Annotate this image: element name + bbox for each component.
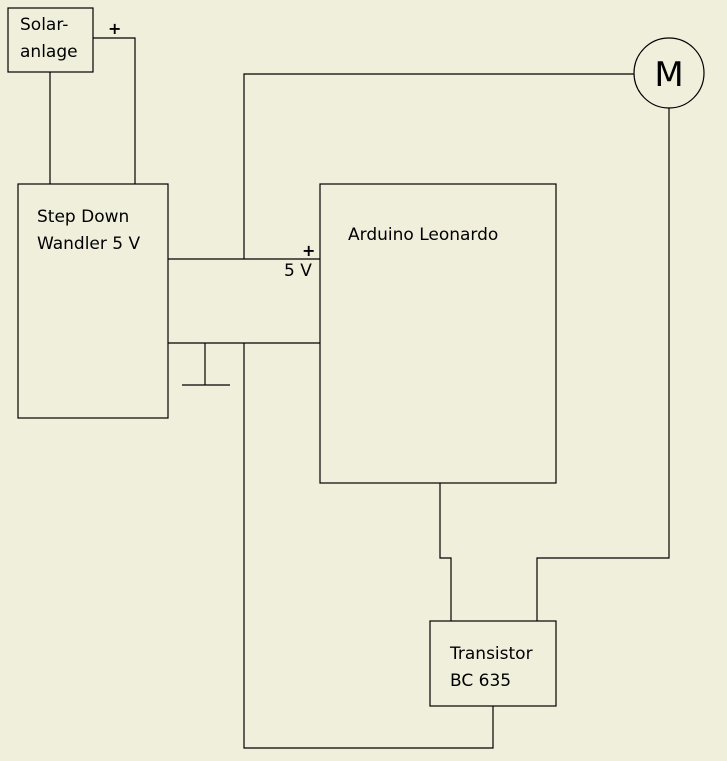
transistor-ground-wire: [243, 343, 494, 749]
solar-plus-sign: +: [108, 19, 121, 38]
motor-to-transistor-wire: [536, 108, 670, 621]
converter-box: [17, 183, 169, 419]
arduino-plus-sign: +: [302, 241, 315, 260]
step-down-converter-block: Step Down Wandler 5 V: [17, 183, 169, 419]
arduino-block: Arduino Leonardo + 5 V: [284, 183, 557, 484]
solar-label-line2: anlage: [20, 42, 78, 62]
solar-plus-wire: [93, 37, 136, 184]
arduino-voltage-label: 5 V: [284, 261, 312, 281]
arduino-box: [319, 183, 557, 484]
motor-label: M: [654, 55, 683, 95]
solar-panel-block: Solar- anlage +: [7, 7, 121, 73]
transistor-block: Transistor BC 635: [429, 620, 557, 707]
motor-symbol: M: [633, 37, 705, 109]
transistor-label-line2: BC 635: [450, 671, 511, 691]
converter-label-line1: Step Down: [37, 207, 129, 227]
transistor-label-line1: Transistor: [449, 644, 533, 664]
solar-label-line1: Solar-: [20, 15, 68, 35]
arduino-label: Arduino Leonardo: [348, 225, 498, 245]
motor-supply-wire: [243, 73, 634, 259]
arduino-to-transistor-wire: [439, 483, 452, 621]
wiring: [49, 37, 670, 749]
converter-label-line2: Wandler 5 V: [37, 234, 140, 254]
